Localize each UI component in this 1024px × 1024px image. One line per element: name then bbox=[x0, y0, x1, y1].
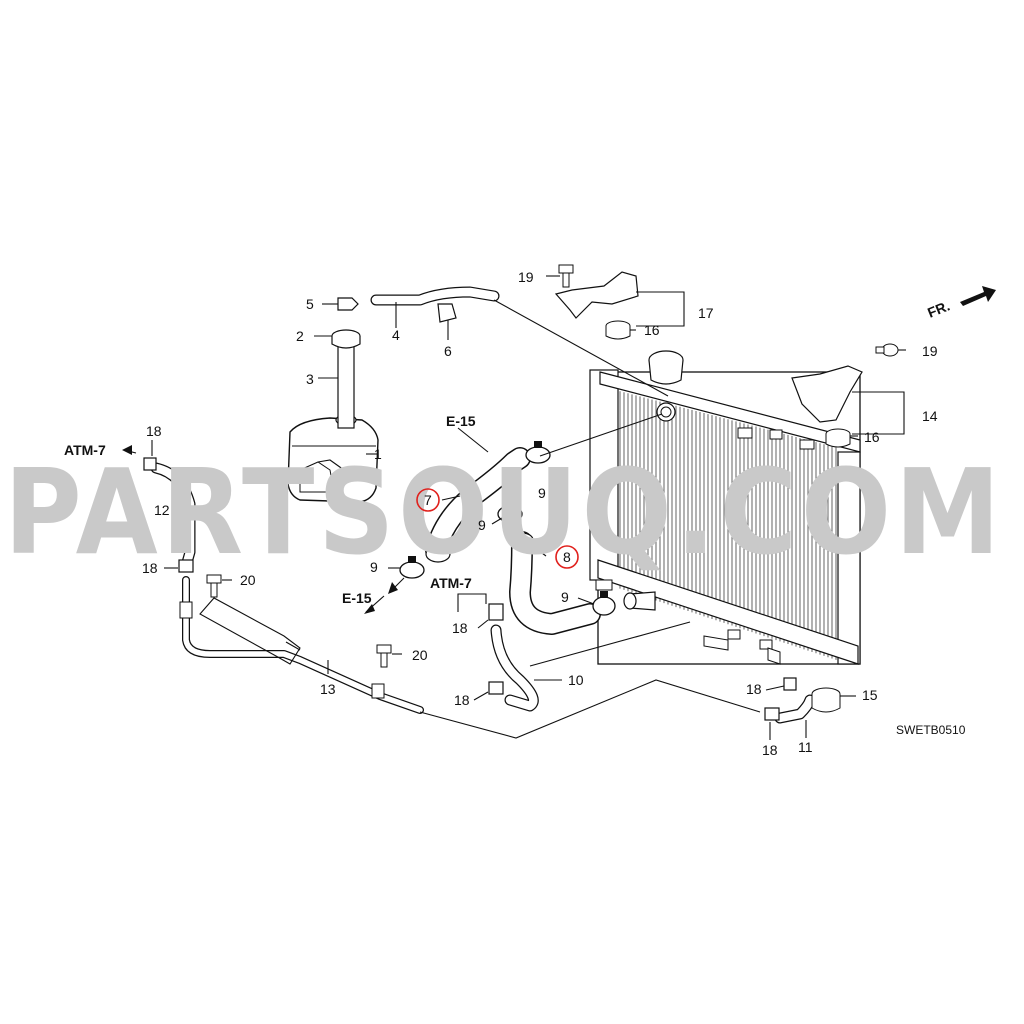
ref-atm7-middle[interactable]: ATM-7 bbox=[430, 575, 472, 591]
leader-lines bbox=[122, 275, 906, 740]
part-label-10[interactable]: 10 bbox=[568, 672, 584, 688]
part-label-18-top[interactable]: 18 bbox=[146, 423, 162, 439]
part-number-labels: 5 2 3 4 6 1 7 8 9 9 9 9 10 11 12 13 14 1… bbox=[142, 269, 938, 758]
part-label-6[interactable]: 6 bbox=[444, 343, 452, 359]
ref-e15-top[interactable]: E-15 bbox=[446, 413, 476, 429]
highlight-circle-7 bbox=[416, 488, 440, 512]
ref-e15-bottom[interactable]: E-15 bbox=[342, 590, 372, 606]
part-label-15[interactable]: 15 bbox=[862, 687, 878, 703]
front-arrow-icon bbox=[960, 286, 996, 306]
part-label-11[interactable]: 11 bbox=[798, 739, 813, 755]
part-label-9-upper[interactable]: 9 bbox=[538, 485, 546, 501]
part-label-1[interactable]: 1 bbox=[374, 446, 382, 462]
reference-labels: E-15 E-15 ATM-7 ATM-7 bbox=[64, 413, 476, 606]
part-label-13[interactable]: 13 bbox=[320, 681, 336, 697]
part-label-17[interactable]: 17 bbox=[698, 305, 714, 321]
part-label-2[interactable]: 2 bbox=[296, 328, 304, 344]
radiator-core bbox=[619, 391, 837, 660]
ref-atm7-left[interactable]: ATM-7 bbox=[64, 442, 106, 458]
part-label-18-bottom[interactable]: 18 bbox=[454, 692, 470, 708]
front-label: FR. bbox=[925, 297, 952, 320]
part-label-9-left[interactable]: 9 bbox=[370, 559, 378, 575]
part-label-5[interactable]: 5 bbox=[306, 296, 314, 312]
part-label-4[interactable]: 4 bbox=[392, 327, 400, 343]
part-label-18-right[interactable]: 18 bbox=[746, 681, 762, 697]
radiator-drawing bbox=[589, 350, 861, 665]
part-label-19-upper[interactable]: 19 bbox=[518, 269, 534, 285]
pipe-drawing bbox=[179, 576, 424, 714]
watermark: PARTSOUQ.COM bbox=[4, 443, 1004, 581]
clamps bbox=[143, 303, 797, 721]
hoses bbox=[150, 286, 816, 724]
part-label-12[interactable]: 12 bbox=[154, 502, 170, 518]
part-label-19-right[interactable]: 19 bbox=[922, 343, 938, 359]
diagram-code: SWETB0510 bbox=[896, 723, 966, 737]
part-label-18-left[interactable]: 18 bbox=[142, 560, 158, 576]
tube-drawing bbox=[337, 343, 355, 429]
part-label-7[interactable]: 7 bbox=[424, 492, 432, 508]
part-label-16-upper[interactable]: 16 bbox=[644, 322, 660, 338]
cap-drawing bbox=[331, 329, 361, 349]
part-label-20-middle[interactable]: 20 bbox=[412, 647, 428, 663]
bolts bbox=[206, 264, 899, 668]
part-label-18-lower-right[interactable]: 18 bbox=[762, 742, 778, 758]
brackets bbox=[554, 271, 863, 713]
part-label-16-lower[interactable]: 16 bbox=[864, 429, 880, 445]
part-label-20-left[interactable]: 20 bbox=[240, 572, 256, 588]
highlight-circle-8 bbox=[555, 545, 579, 569]
part-label-9-middle[interactable]: 9 bbox=[478, 517, 486, 533]
part-label-3[interactable]: 3 bbox=[306, 371, 314, 387]
front-direction-indicator: FR. bbox=[925, 286, 996, 321]
joint-drawing bbox=[337, 297, 359, 311]
part-label-18-middle[interactable]: 18 bbox=[452, 620, 468, 636]
part-label-9-lower[interactable]: 9 bbox=[561, 589, 569, 605]
part-label-8[interactable]: 8 bbox=[563, 549, 571, 565]
part-label-14[interactable]: 14 bbox=[922, 408, 938, 424]
